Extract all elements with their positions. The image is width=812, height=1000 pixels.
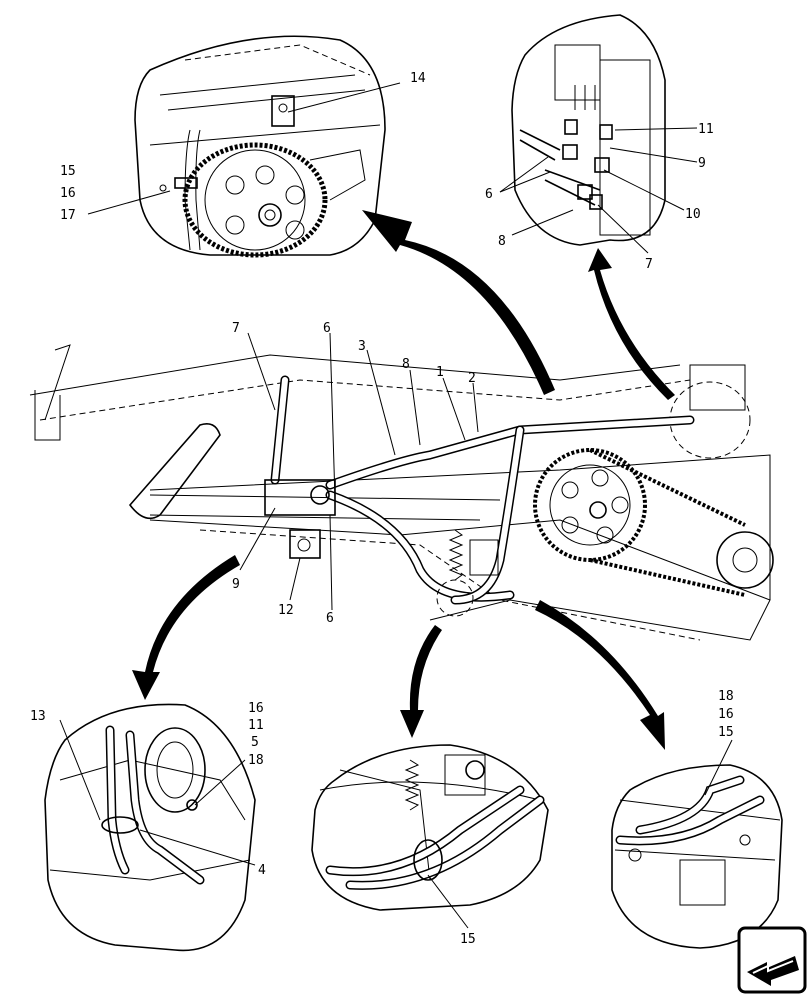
- callout-16: 16: [60, 186, 76, 201]
- callout-7: 7: [645, 257, 653, 272]
- callout-5-bl: 5: [251, 735, 259, 750]
- callout-18-br: 18: [718, 689, 734, 704]
- arrows: [132, 210, 675, 750]
- callout-6: 6: [485, 187, 493, 202]
- arrow-to-top-right: [588, 248, 675, 400]
- callout-6b-main: 6: [326, 611, 334, 626]
- detail-bottom-center: 15: [311, 744, 549, 947]
- callout-16-br: 16: [718, 707, 734, 722]
- callout-7-main: 7: [232, 321, 240, 336]
- callout-13-bl: 13: [30, 709, 46, 724]
- callout-8-main: 8: [402, 357, 410, 372]
- callout-6-main: 6: [323, 321, 331, 336]
- callout-15-bc: 15: [460, 932, 476, 947]
- callout-14: 14: [410, 71, 426, 86]
- previous-page-button[interactable]: [737, 926, 807, 994]
- detail-top-right: 11 9 10 6 8 7: [485, 14, 714, 272]
- detail-top-left: 14 15 16 17: [60, 35, 426, 258]
- callout-9: 9: [698, 156, 706, 171]
- callout-9-main: 9: [232, 577, 240, 592]
- arrow-to-bottom-left: [132, 555, 240, 700]
- callout-10: 10: [685, 207, 701, 222]
- callout-18-bl: 18: [248, 753, 264, 768]
- arrow-to-top-left: [362, 210, 555, 395]
- detail-bottom-right: 18 16 15: [611, 689, 783, 949]
- callout-16-bl: 16: [248, 701, 264, 716]
- callout-11: 11: [698, 122, 714, 137]
- callout-12-main: 12: [278, 603, 294, 618]
- callout-17: 17: [60, 208, 76, 223]
- main-assembly: 7 6 3 8 1 2 9 12 6: [29, 321, 774, 641]
- arrow-left-icon: [737, 926, 807, 994]
- callout-15-br: 15: [718, 725, 734, 740]
- callout-11-bl: 11: [248, 718, 264, 733]
- callout-2-main: 2: [468, 371, 476, 386]
- callout-3-main: 3: [358, 339, 366, 354]
- callout-4-bl: 4: [258, 863, 266, 878]
- arrow-to-bottom-center: [400, 625, 442, 738]
- callout-8: 8: [498, 234, 506, 249]
- detail-bottom-left: 16 11 5 18 13 4: [30, 701, 266, 952]
- arrow-to-bottom-right: [535, 600, 665, 750]
- callout-1-main: 1: [436, 365, 444, 380]
- callout-15: 15: [60, 164, 76, 179]
